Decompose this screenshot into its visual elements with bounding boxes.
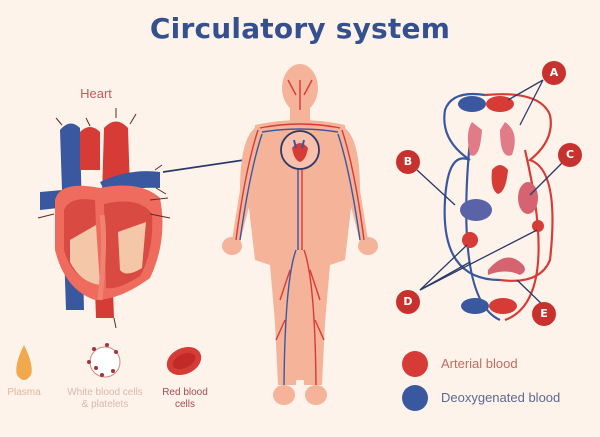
- plasma-label: Plasma: [7, 387, 41, 398]
- callout-d: D: [396, 290, 420, 314]
- white-blood-cell-icon: [87, 343, 121, 378]
- red-blood-cells-label-line2: cells: [174, 399, 195, 410]
- plasma-drop-icon: [16, 345, 32, 380]
- heart-label: Heart: [80, 86, 112, 101]
- red-blood-cells-label: Red blood cells: [155, 387, 215, 411]
- white-blood-cells-label-line1: White blood cells: [67, 387, 143, 398]
- callout-b: B: [396, 150, 420, 174]
- callout-e: E: [532, 302, 556, 326]
- white-blood-cells-label: White blood cells & platelets: [55, 387, 155, 411]
- red-blood-cells-label-line1: Red blood: [162, 387, 208, 398]
- legend-deoxygenated-label: Deoxygenated blood: [441, 390, 561, 405]
- diagram-title: Circulatory system: [149, 12, 451, 45]
- legend-arterial-label: Arterial blood: [441, 356, 518, 371]
- callout-c: C: [558, 143, 582, 167]
- white-blood-cells-label-line2: & platelets: [81, 399, 129, 410]
- deoxygenated-swatch-icon: [402, 385, 428, 411]
- arterial-swatch-icon: [402, 351, 428, 377]
- callout-a: A: [542, 61, 566, 85]
